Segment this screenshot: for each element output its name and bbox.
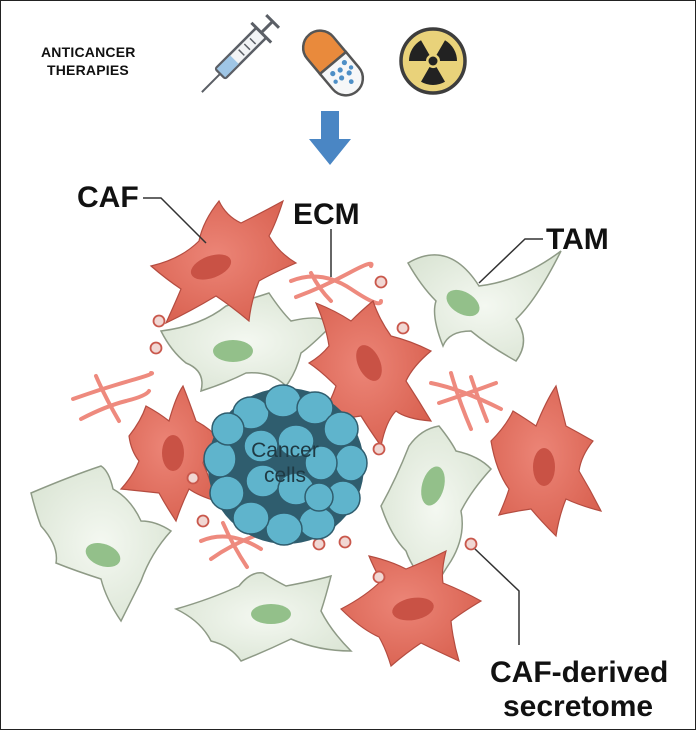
syringe-icon	[201, 13, 281, 93]
caf-cell	[149, 199, 298, 325]
caf-cell	[490, 384, 603, 538]
secretome-label-line1: CAF-derived	[490, 656, 669, 689]
down-arrow-icon	[309, 111, 351, 165]
tam-cell	[380, 425, 493, 593]
radiation-icon	[399, 27, 467, 95]
tam-cell	[406, 250, 562, 362]
secretome-label-line2: secretome	[503, 690, 654, 723]
tam-label: TAM	[546, 223, 609, 256]
pill-capsule-icon	[301, 29, 365, 97]
leader-lines	[143, 197, 543, 645]
therapies-label-line1: ANTICANCER	[41, 44, 136, 60]
therapies-label-line2: THERAPIES	[47, 62, 129, 78]
caf-label: CAF	[77, 181, 139, 214]
secretome-particles	[149, 275, 478, 584]
cancer-cell-cluster	[203, 384, 368, 546]
ecm-label: ECM	[293, 198, 360, 231]
tam-cell	[30, 465, 173, 623]
tam-cell	[173, 572, 353, 662]
caf-cell	[339, 549, 483, 668]
